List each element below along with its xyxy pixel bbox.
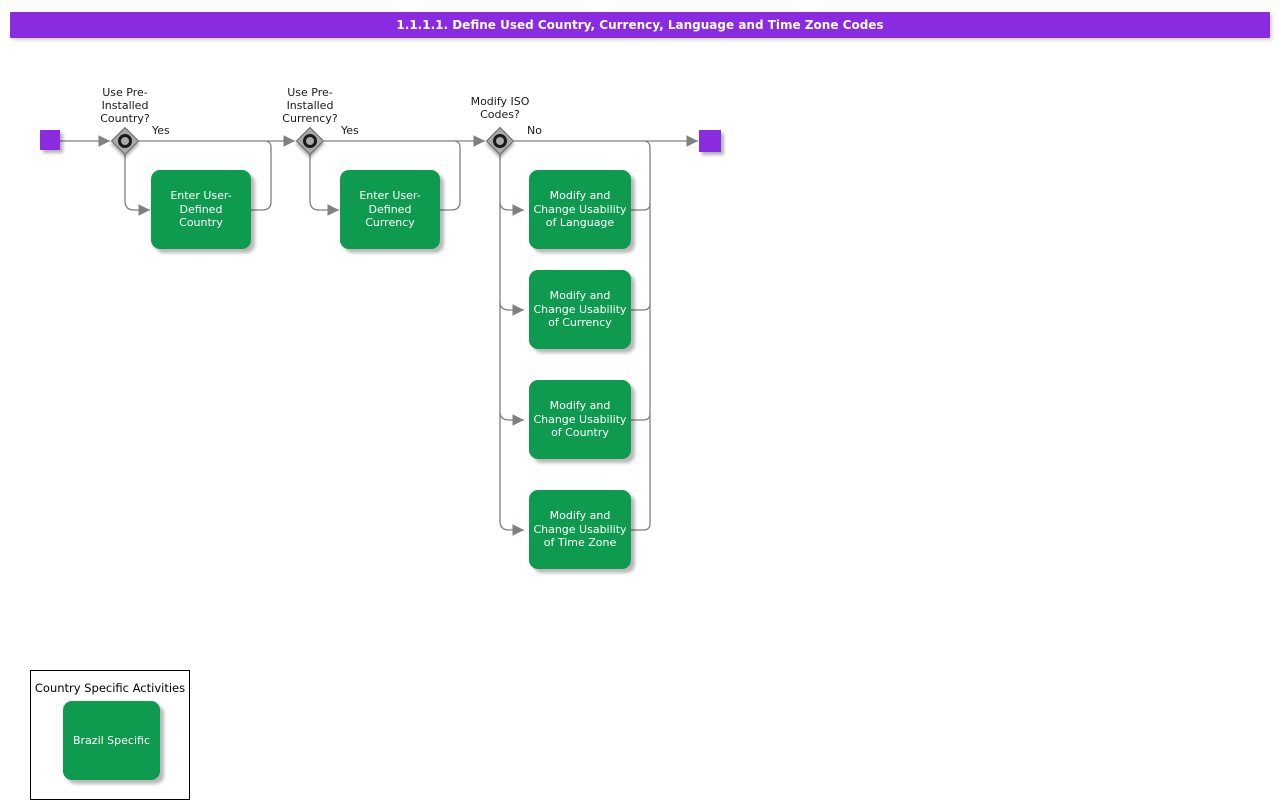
connector-trunk-to-activity3 xyxy=(499,201,524,216)
decision-currency-branch-yes: Yes xyxy=(341,124,359,137)
connector-trunk-to-activity6 xyxy=(499,155,524,536)
decision-currency-question: Use Pre- Installed Currency? xyxy=(282,86,338,125)
activity-modify-usability-timezone[interactable]: Modify and Change Usability of Time Zone xyxy=(529,490,631,569)
decision-iso-question: Modify ISO Codes? xyxy=(470,95,530,121)
legend-title: Country Specific Activities xyxy=(34,681,186,695)
connector-decision1-to-activity1 xyxy=(124,155,150,216)
start-node xyxy=(40,130,60,150)
activity-brazil-specific[interactable]: Brazil Specific xyxy=(63,701,160,780)
end-node xyxy=(699,130,721,152)
activity-modify-usability-language[interactable]: Modify and Change Usability of Language xyxy=(529,170,631,249)
decision-country-question: Use Pre- Installed Country? xyxy=(100,86,150,125)
connector-activity5-out xyxy=(631,413,651,421)
connector-activity3-out xyxy=(631,203,651,211)
activity-modify-usability-country[interactable]: Modify and Change Usability of Country xyxy=(529,380,631,459)
decision-ring-icon xyxy=(493,134,507,148)
diagram-title: 1.1.1.1. Define Used Country, Currency, … xyxy=(10,12,1270,38)
connector-decision2-to-activity2 xyxy=(309,155,339,216)
decision-ring-icon xyxy=(118,134,132,148)
connector-collector xyxy=(644,140,651,524)
connector-activity4-out xyxy=(631,303,651,311)
decision-iso-branch-no: No xyxy=(527,124,542,137)
decision-country-branch-yes: Yes xyxy=(152,124,170,137)
legend-country-specific: Country Specific Activities Brazil Speci… xyxy=(30,670,190,800)
connector-activity2-return xyxy=(440,140,461,211)
activity-enter-user-defined-country[interactable]: Enter User- Defined Country xyxy=(151,170,251,249)
connector-activity6-out xyxy=(631,523,651,531)
connector-trunk-to-activity4 xyxy=(499,301,524,316)
decision-ring-icon xyxy=(303,134,317,148)
activity-enter-user-defined-currency[interactable]: Enter User- Defined Currency xyxy=(340,170,440,249)
activity-modify-usability-currency[interactable]: Modify and Change Usability of Currency xyxy=(529,270,631,349)
connector-activity1-return xyxy=(251,140,272,211)
connector-trunk-to-activity5 xyxy=(499,411,524,426)
